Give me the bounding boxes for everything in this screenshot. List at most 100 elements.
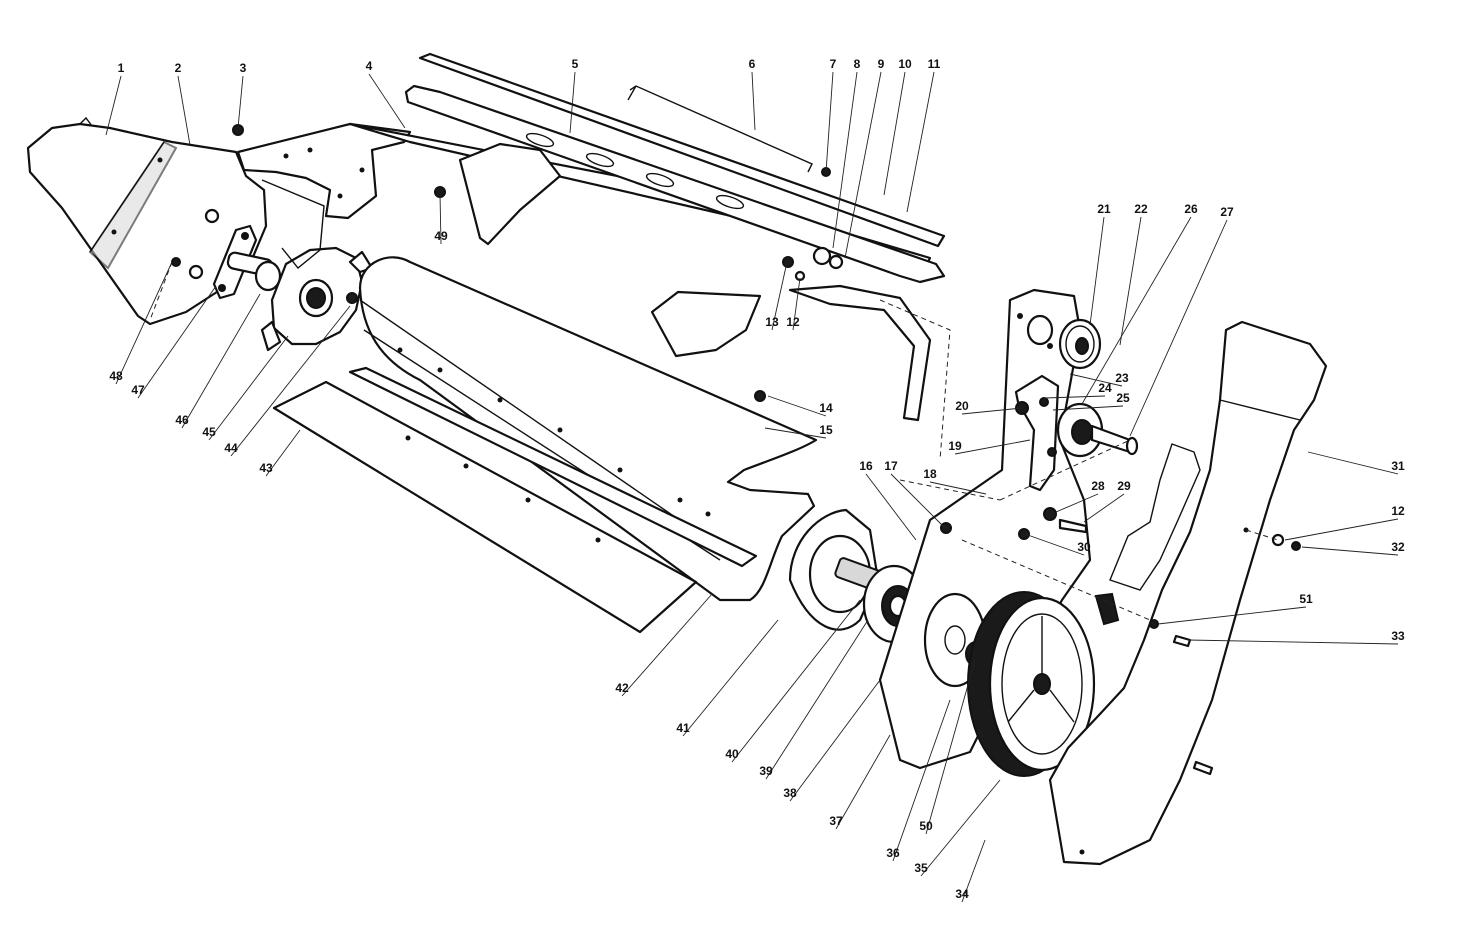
callout-c28: 28: [1091, 479, 1105, 493]
leader-line-c42: [621, 593, 713, 697]
callout-c43: 43: [259, 461, 273, 475]
callout-c8: 8: [854, 57, 861, 71]
leader-line-c5: [569, 71, 576, 134]
leader-line-c47: [137, 285, 217, 399]
callout-c39: 39: [759, 764, 773, 778]
leader-line-c2: [177, 75, 191, 146]
assembly-lines: [149, 261, 1279, 621]
callout-c29: 29: [1117, 479, 1131, 493]
leader-line-c41: [682, 619, 779, 737]
leader-line-c21: [1089, 216, 1105, 326]
callout-c13: 13: [765, 315, 779, 329]
callout-c12b: 12: [1391, 504, 1405, 518]
leader-line-c4: [368, 73, 406, 129]
leader-line-c51: [1157, 606, 1307, 625]
leader-line-c22: [1119, 216, 1142, 346]
leader-line-c31: [1307, 451, 1399, 475]
callout-c2: 2: [175, 61, 182, 75]
leader-line-c48: [115, 261, 173, 385]
callout-c27: 27: [1220, 205, 1234, 219]
callout-c5: 5: [572, 57, 579, 71]
leader-line-c15: [764, 427, 827, 439]
callout-c32: 32: [1391, 540, 1405, 554]
leader-line-c24: [1044, 395, 1106, 399]
callout-c46: 46: [175, 413, 189, 427]
callout-c42: 42: [615, 681, 629, 695]
callout-c34: 34: [955, 887, 969, 901]
leader-line-c33: [1187, 639, 1399, 645]
callout-c33: 33: [1391, 629, 1405, 643]
callout-c24: 24: [1098, 381, 1112, 395]
leader-line-c10: [883, 71, 906, 196]
top-rails: [404, 52, 946, 284]
chute-deflector: [458, 142, 951, 461]
callout-c14: 14: [819, 401, 833, 415]
left-side-housing: [26, 116, 268, 326]
callout-c31: 31: [1391, 459, 1405, 473]
callout-c40: 40: [725, 747, 739, 761]
leader-line-c34: [961, 839, 986, 903]
leader-line-c11: [906, 71, 935, 213]
callout-c49: 49: [434, 229, 448, 243]
leader-line-c38: [789, 679, 881, 802]
leader-line-c12b: [1284, 518, 1399, 541]
callout-c17: 17: [884, 459, 898, 473]
leader-line-c8: [832, 71, 858, 249]
impeller-fan: [260, 246, 374, 352]
leader-line-c14: [767, 395, 827, 417]
auger-drum: [358, 256, 818, 602]
leader-line-c36: [892, 699, 951, 862]
callout-c10: 10: [898, 57, 912, 71]
large-drive-pulley: [967, 591, 1120, 777]
leader-line-c43: [265, 429, 301, 477]
leader-line-c3: [237, 75, 244, 129]
callout-c37: 37: [829, 814, 843, 828]
leader-line-c13: [771, 261, 788, 331]
callout-c4: 4: [366, 59, 373, 73]
leader-line-c18: [929, 481, 987, 495]
callout-c21: 21: [1097, 202, 1111, 216]
left-bearing-assembly: [188, 208, 282, 300]
leader-line-c26: [1081, 216, 1192, 405]
leader-line-c1: [105, 75, 122, 136]
callout-c50: 50: [919, 819, 933, 833]
callout-c6: 6: [749, 57, 756, 71]
upper-pulley: [1058, 318, 1102, 370]
callout-c19: 19: [948, 439, 962, 453]
leader-line-c7: [825, 71, 834, 173]
callout-c30: 30: [1077, 540, 1091, 554]
leader-line-c37: [835, 734, 891, 830]
leader-line-c40: [731, 599, 861, 763]
callout-c22: 22: [1134, 202, 1148, 216]
leader-line-c50: [925, 659, 976, 835]
callout-c15: 15: [819, 423, 833, 437]
leader-line-c19: [954, 439, 1031, 455]
leader-line-c16: [865, 473, 917, 541]
leader-line-c29: [1083, 493, 1125, 523]
leader-line-c49: [439, 193, 442, 245]
leader-line-c35: [920, 779, 1001, 877]
callout-c26: 26: [1184, 202, 1198, 216]
leader-line-c45: [208, 335, 289, 441]
callout-c23: 23: [1115, 371, 1129, 385]
callout-c18: 18: [923, 467, 937, 481]
leader-line-c27: [1129, 219, 1228, 437]
leader-line-c30: [1024, 533, 1085, 556]
fasteners: [171, 124, 1301, 776]
idler-pulley: [1056, 402, 1139, 458]
callout-c12a: 12: [786, 315, 800, 329]
leader-line-c17: [890, 473, 946, 529]
leader-line-c46: [181, 293, 261, 429]
callout-c38: 38: [783, 786, 797, 800]
outer-belt-cover: [1048, 320, 1328, 866]
leader-line-c12a: [792, 277, 801, 331]
callout-c41: 41: [676, 721, 690, 735]
leader-line-c28: [1055, 493, 1099, 513]
callout-c35: 35: [914, 861, 928, 875]
callout-c20: 20: [955, 399, 969, 413]
leader-line-c9: [844, 71, 882, 259]
leader-line-c20: [961, 407, 1023, 415]
callout-c1: 1: [118, 61, 125, 75]
